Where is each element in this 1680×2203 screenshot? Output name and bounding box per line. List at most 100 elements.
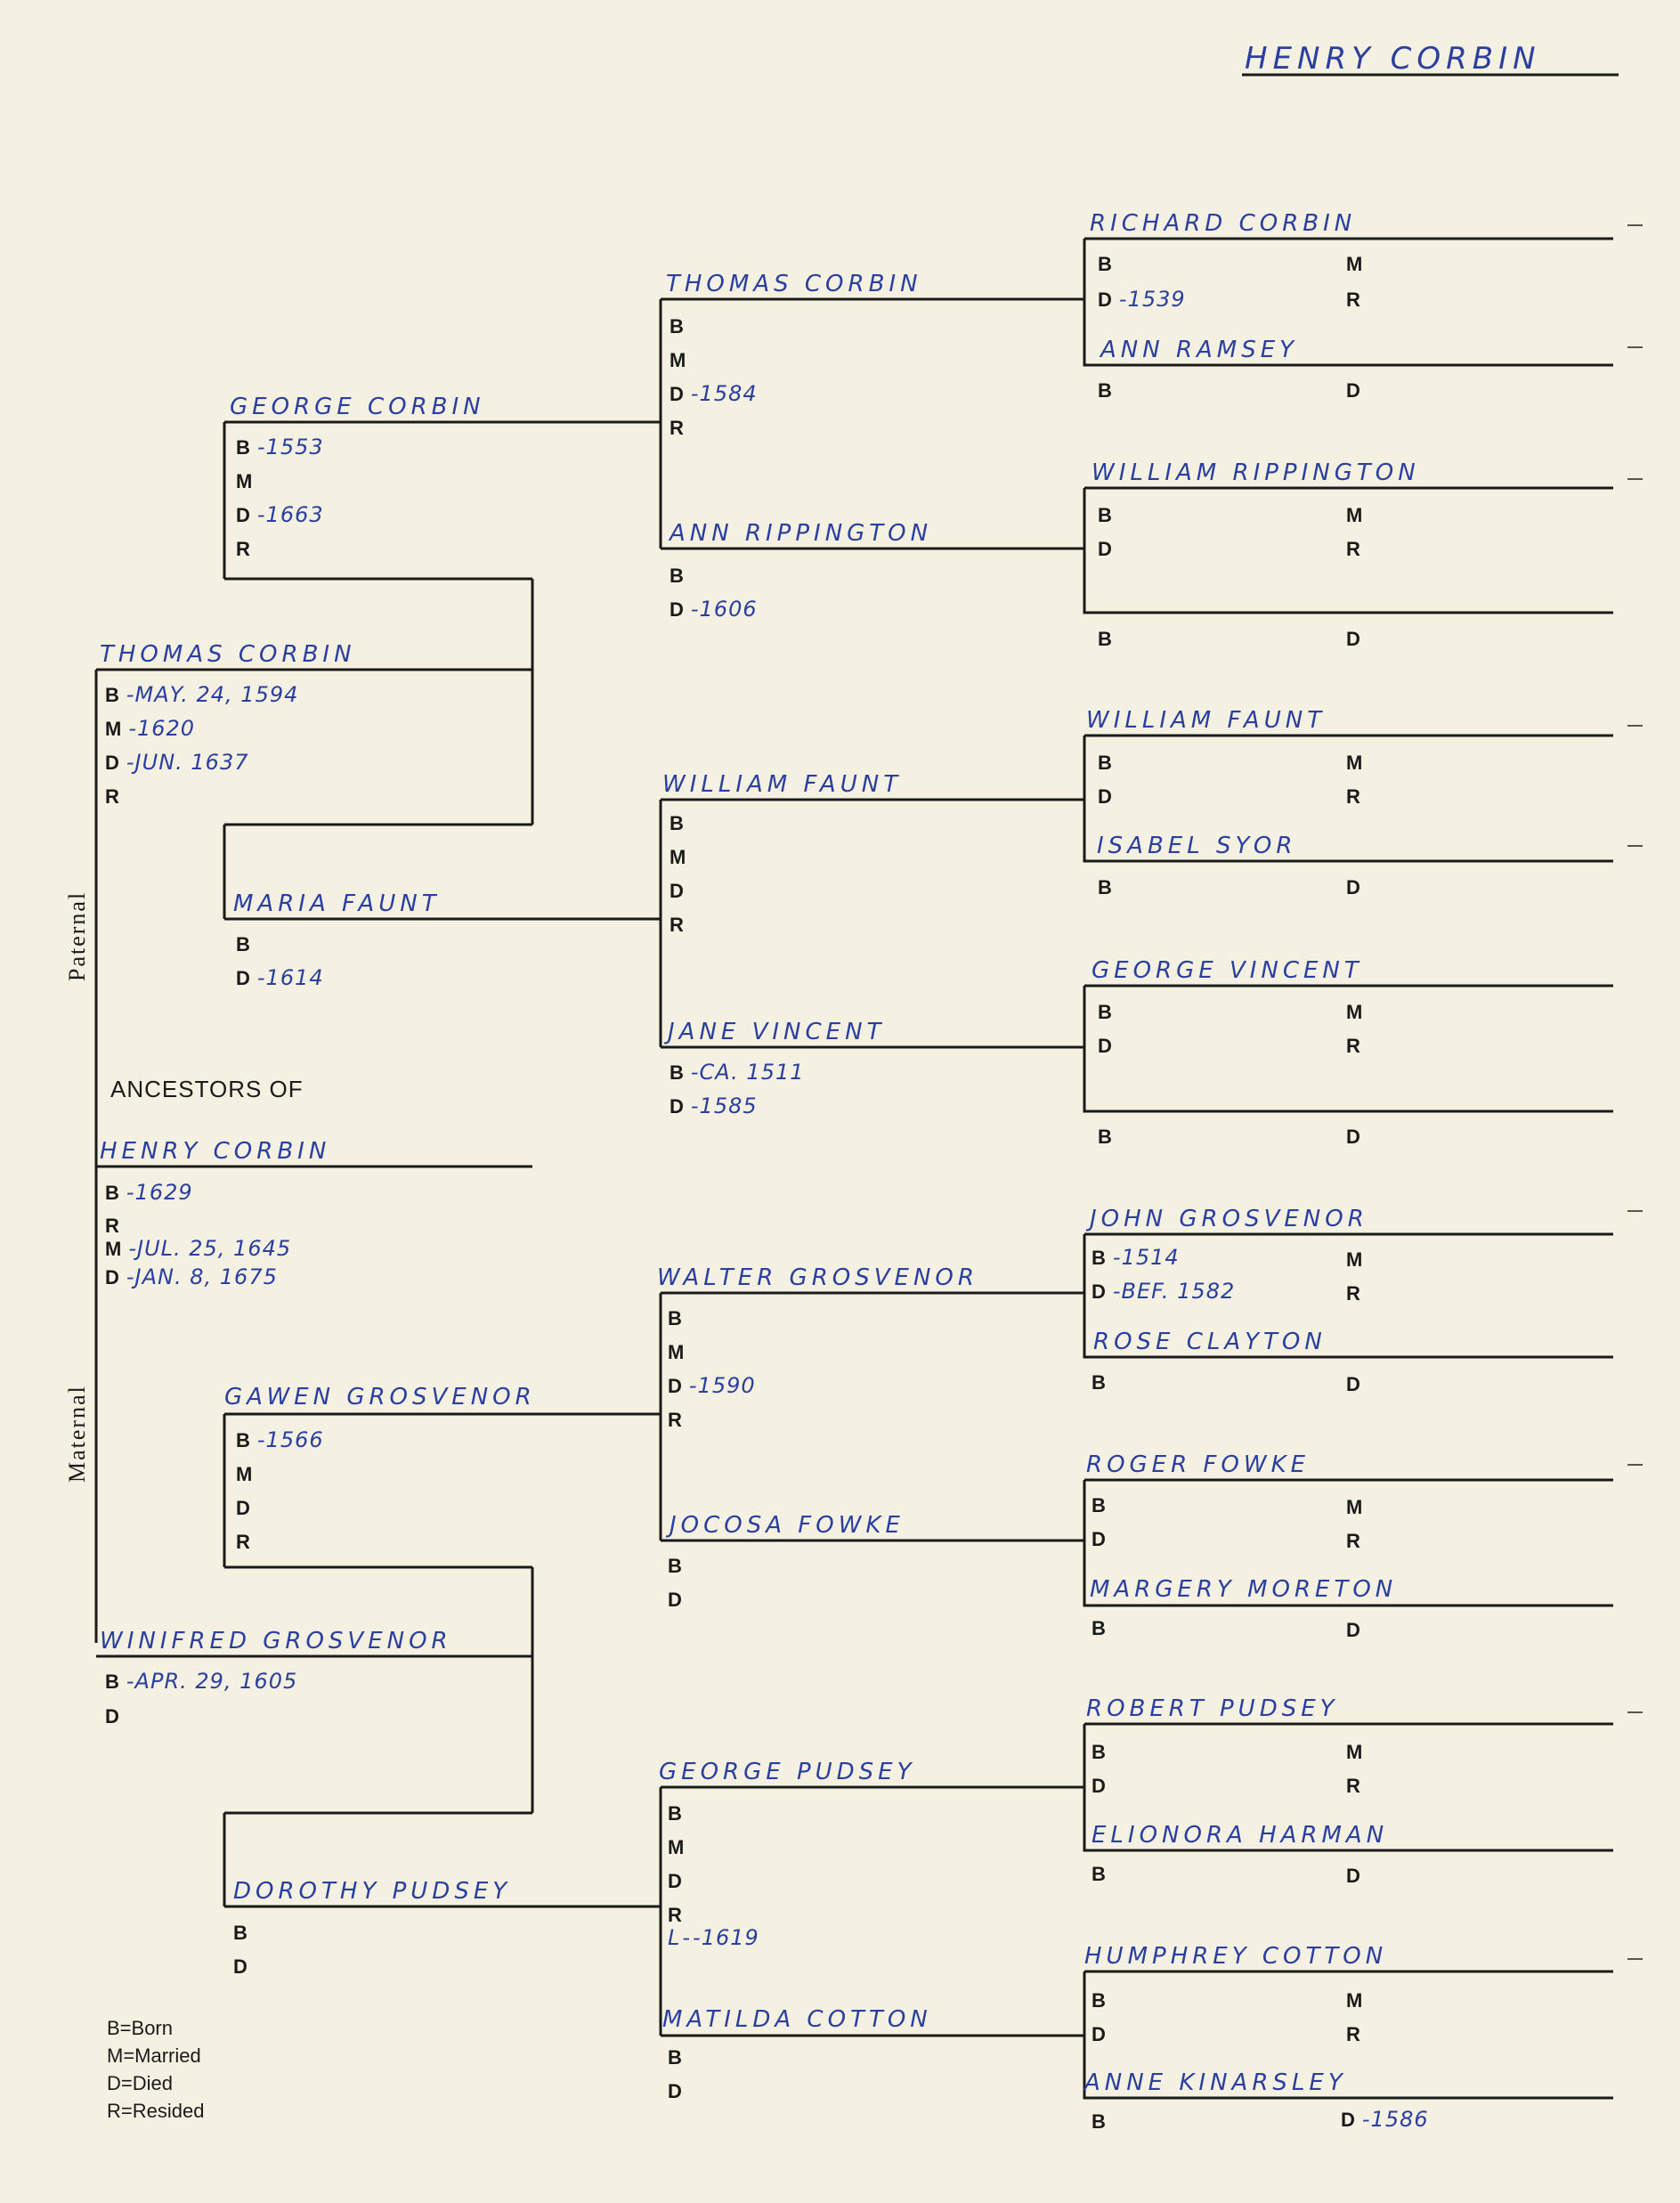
husband-married: M xyxy=(1346,1248,1363,1271)
husband-resided: R xyxy=(1346,2023,1360,2045)
person-field: D-1614 xyxy=(236,965,324,990)
wife-name: ELIONORA HARMAN xyxy=(1092,1822,1389,1849)
husband-born: B-1514 xyxy=(1092,1245,1180,1270)
person-field: M xyxy=(668,1341,685,1363)
husband-died: D xyxy=(1098,785,1112,808)
husband-died: D xyxy=(1092,1775,1106,1797)
husband-born: B xyxy=(1098,504,1112,526)
person-name: WALTER GROSVENOR xyxy=(657,1264,978,1291)
husband-resided: R xyxy=(1346,785,1360,808)
subject-born: B-1629 xyxy=(105,1180,193,1205)
husband-name: WILLIAM FAUNT xyxy=(1086,707,1327,734)
person-field: R xyxy=(670,417,684,439)
page-title: HENRY CORBIN xyxy=(1245,41,1541,77)
person-field: B-CA. 1511 xyxy=(670,1060,805,1085)
person-field: B-1553 xyxy=(236,435,324,459)
husband-resided: R xyxy=(1346,1035,1360,1057)
legend-item: B=Born xyxy=(107,2017,173,2039)
husband-married: M xyxy=(1346,253,1363,275)
person-field: B-1566 xyxy=(236,1427,324,1452)
husband-married: M xyxy=(1346,1741,1363,1763)
wife-died: D xyxy=(1346,1619,1360,1641)
subject-resided: R xyxy=(105,1215,119,1237)
legend: B=Born M=Married D=Died R=Resided xyxy=(107,2014,204,2125)
husband-died: D-BEF. 1582 xyxy=(1092,1279,1236,1304)
person-name: MATILDA COTTON xyxy=(662,2006,932,2033)
subject-name: HENRY CORBIN xyxy=(100,1138,331,1165)
person-name: WILLIAM FAUNT xyxy=(662,771,903,798)
person-field: D-JUN. 1637 xyxy=(105,750,249,775)
wife-name: ROSE CLAYTON xyxy=(1093,1329,1327,1355)
person-field: M xyxy=(670,349,686,371)
husband-born: B xyxy=(1098,752,1112,774)
wife-name: MARGERY MORETON xyxy=(1090,1576,1398,1603)
person-field: R xyxy=(236,538,250,560)
person-field: R xyxy=(670,914,684,936)
husband-born: B xyxy=(1092,1741,1106,1763)
person-field: B xyxy=(668,2046,682,2069)
wife-died: D xyxy=(1346,1126,1360,1148)
person-field: B xyxy=(236,933,250,955)
legend-item: D=Died xyxy=(107,2072,173,2094)
person-field: D-1590 xyxy=(668,1373,756,1398)
person-name: GEORGE PUDSEY xyxy=(659,1759,916,1785)
husband-name: GEORGE VINCENT xyxy=(1092,957,1363,984)
husband-married: M xyxy=(1346,752,1363,774)
wife-born: B xyxy=(1098,1126,1112,1148)
wife-name: ANN RAMSEY xyxy=(1100,337,1299,363)
person-field: M xyxy=(236,470,253,492)
person-field: B xyxy=(668,1555,682,1577)
person-field: D-1584 xyxy=(670,381,758,406)
person-field: R xyxy=(668,1409,682,1431)
person-field: B-MAY. 24, 1594 xyxy=(105,682,299,707)
ancestors-of-label: Ancestors of xyxy=(110,1076,304,1102)
wife-born: B xyxy=(1092,1617,1106,1639)
husband-died: D xyxy=(1098,538,1112,560)
person-field: B xyxy=(668,1802,682,1825)
husband-married: M xyxy=(1346,504,1363,526)
husband-born: B xyxy=(1092,1494,1106,1516)
person-field: M-1620 xyxy=(105,716,196,741)
husband-name: JOHN GROSVENOR xyxy=(1090,1206,1368,1232)
husband-born: B xyxy=(1092,1989,1106,2012)
person-field: D xyxy=(668,2080,682,2102)
husband-died: D xyxy=(1092,1528,1106,1550)
husband-resided: R xyxy=(1346,1775,1360,1797)
husband-married: M xyxy=(1346,1001,1363,1023)
husband-married: M xyxy=(1346,1496,1363,1518)
wife-died: D xyxy=(1346,379,1360,402)
person-field: D xyxy=(105,1705,119,1727)
person-field: R xyxy=(236,1531,250,1553)
person-field: D-1606 xyxy=(670,597,758,622)
husband-died: D xyxy=(1098,1035,1112,1057)
wife-born: B xyxy=(1092,2110,1106,2133)
person-field: B-APR. 29, 1605 xyxy=(105,1669,298,1694)
person-field: D-1585 xyxy=(670,1093,758,1118)
husband-name: ROGER FOWKE xyxy=(1086,1451,1311,1478)
person-field: D xyxy=(236,1497,250,1519)
husband-died: D-1539 xyxy=(1098,287,1186,312)
husband-name: WILLIAM RIPPINGTON xyxy=(1092,459,1420,486)
person-field: L--1619 xyxy=(668,1925,759,1950)
person-field: D xyxy=(668,1870,682,1892)
subject-died: D-JAN. 8, 1675 xyxy=(105,1264,278,1289)
legend-item: M=Married xyxy=(107,2044,201,2067)
wife-died: D xyxy=(1346,1865,1360,1887)
legend-item: R=Resided xyxy=(107,2100,205,2122)
husband-name: ROBERT PUDSEY xyxy=(1086,1695,1339,1722)
wife-born: B xyxy=(1098,876,1112,898)
husband-resided: R xyxy=(1346,1282,1360,1305)
person-name: MARIA FAUNT xyxy=(233,890,441,917)
person-field: R xyxy=(668,1904,682,1926)
person-field: M xyxy=(670,846,686,868)
person-field: D xyxy=(670,880,684,902)
person-field: B xyxy=(670,565,684,587)
person-name: DOROTHY PUDSEY xyxy=(233,1878,512,1905)
wife-name: ISABEL SYOR xyxy=(1097,833,1297,859)
person-field: R xyxy=(105,785,119,808)
person-field: B xyxy=(233,1922,248,1944)
wife-died: D xyxy=(1346,1373,1360,1395)
husband-born: B xyxy=(1098,253,1112,275)
person-field: D xyxy=(233,1955,248,1978)
wife-born: B xyxy=(1092,1371,1106,1394)
